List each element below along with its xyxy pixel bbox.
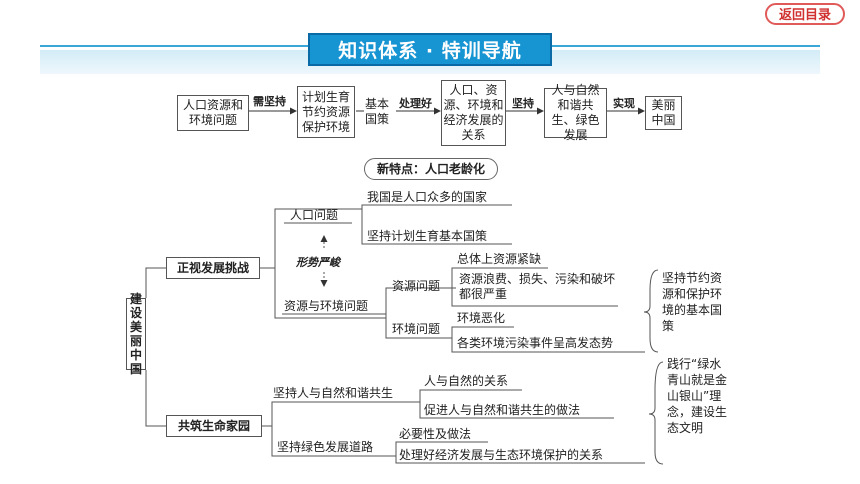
resource-item-2: 资源浪费、损失、污染和破坏都很严重 [459, 272, 616, 301]
population-issue-label: 人口问题 [290, 208, 339, 222]
branch-build-life-home: 共筑生命家园 [166, 415, 262, 437]
branch2-note: 践行“绿水青山就是金山银山”理念，建设生态文明 [667, 357, 728, 435]
flow-box-population-resource-env: 人口资源和环境问题 [177, 95, 249, 131]
green-item-2: 处理好经济发展与生态环境保护的关系 [399, 448, 604, 462]
flow-arrow-label-handle: 处理好 [399, 97, 432, 110]
flow-box-beautiful-china: 美丽中国 [645, 96, 682, 130]
flow-box-basic-policies: 计划生育节约资源保护环境 [297, 86, 355, 138]
page-title: 知识体系 · 特训导航 [308, 33, 552, 66]
environment-issue-label: 环境问题 [392, 322, 441, 336]
harmony-item-1: 人与自然的关系 [424, 374, 509, 388]
flow-text-basic-national-policy: 基本国策 [365, 97, 390, 126]
population-item-1: 我国是人口众多的国家 [367, 190, 488, 204]
flow-box-relationship: 人口、资源、环境和经济发展的关系 [441, 80, 506, 146]
back-to-contents-button[interactable]: 返回目录 [765, 3, 845, 25]
severity-label: 形势严峻 [296, 256, 340, 269]
tree-root: 建设美丽中国 [126, 292, 146, 376]
population-item-2: 坚持计划生育基本国策 [367, 229, 488, 243]
harmony-item-2: 促进人与自然和谐共生的做法 [424, 403, 581, 417]
resource-env-issue-label: 资源与环境问题 [284, 299, 369, 313]
flow-arrow-label-insist: 需坚持 [253, 95, 286, 108]
branch-face-challenges: 正视发展挑战 [166, 257, 260, 279]
flow-box-harmony-green: 人与自然和谐共生、绿色发展 [544, 83, 607, 142]
flow-arrow-label-achieve: 实现 [613, 97, 635, 110]
branch1-note: 坚持节约资源和保护环境的基本国策 [662, 271, 723, 333]
flow-arrow-label-persist: 坚持 [512, 97, 534, 110]
harmony-label: 坚持人与自然和谐共生 [273, 386, 394, 400]
environment-item-1: 环境恶化 [457, 311, 506, 325]
resource-item-1: 总体上资源紧缺 [457, 252, 542, 266]
environment-item-2: 各类环境污染事件呈高发态势 [457, 336, 614, 350]
resource-issue-label: 资源问题 [392, 279, 441, 293]
callout-aging: 新特点：人口老龄化 [364, 158, 498, 180]
green-development-label: 坚持绿色发展道路 [277, 440, 374, 454]
green-item-1: 必要性及做法 [399, 427, 472, 441]
